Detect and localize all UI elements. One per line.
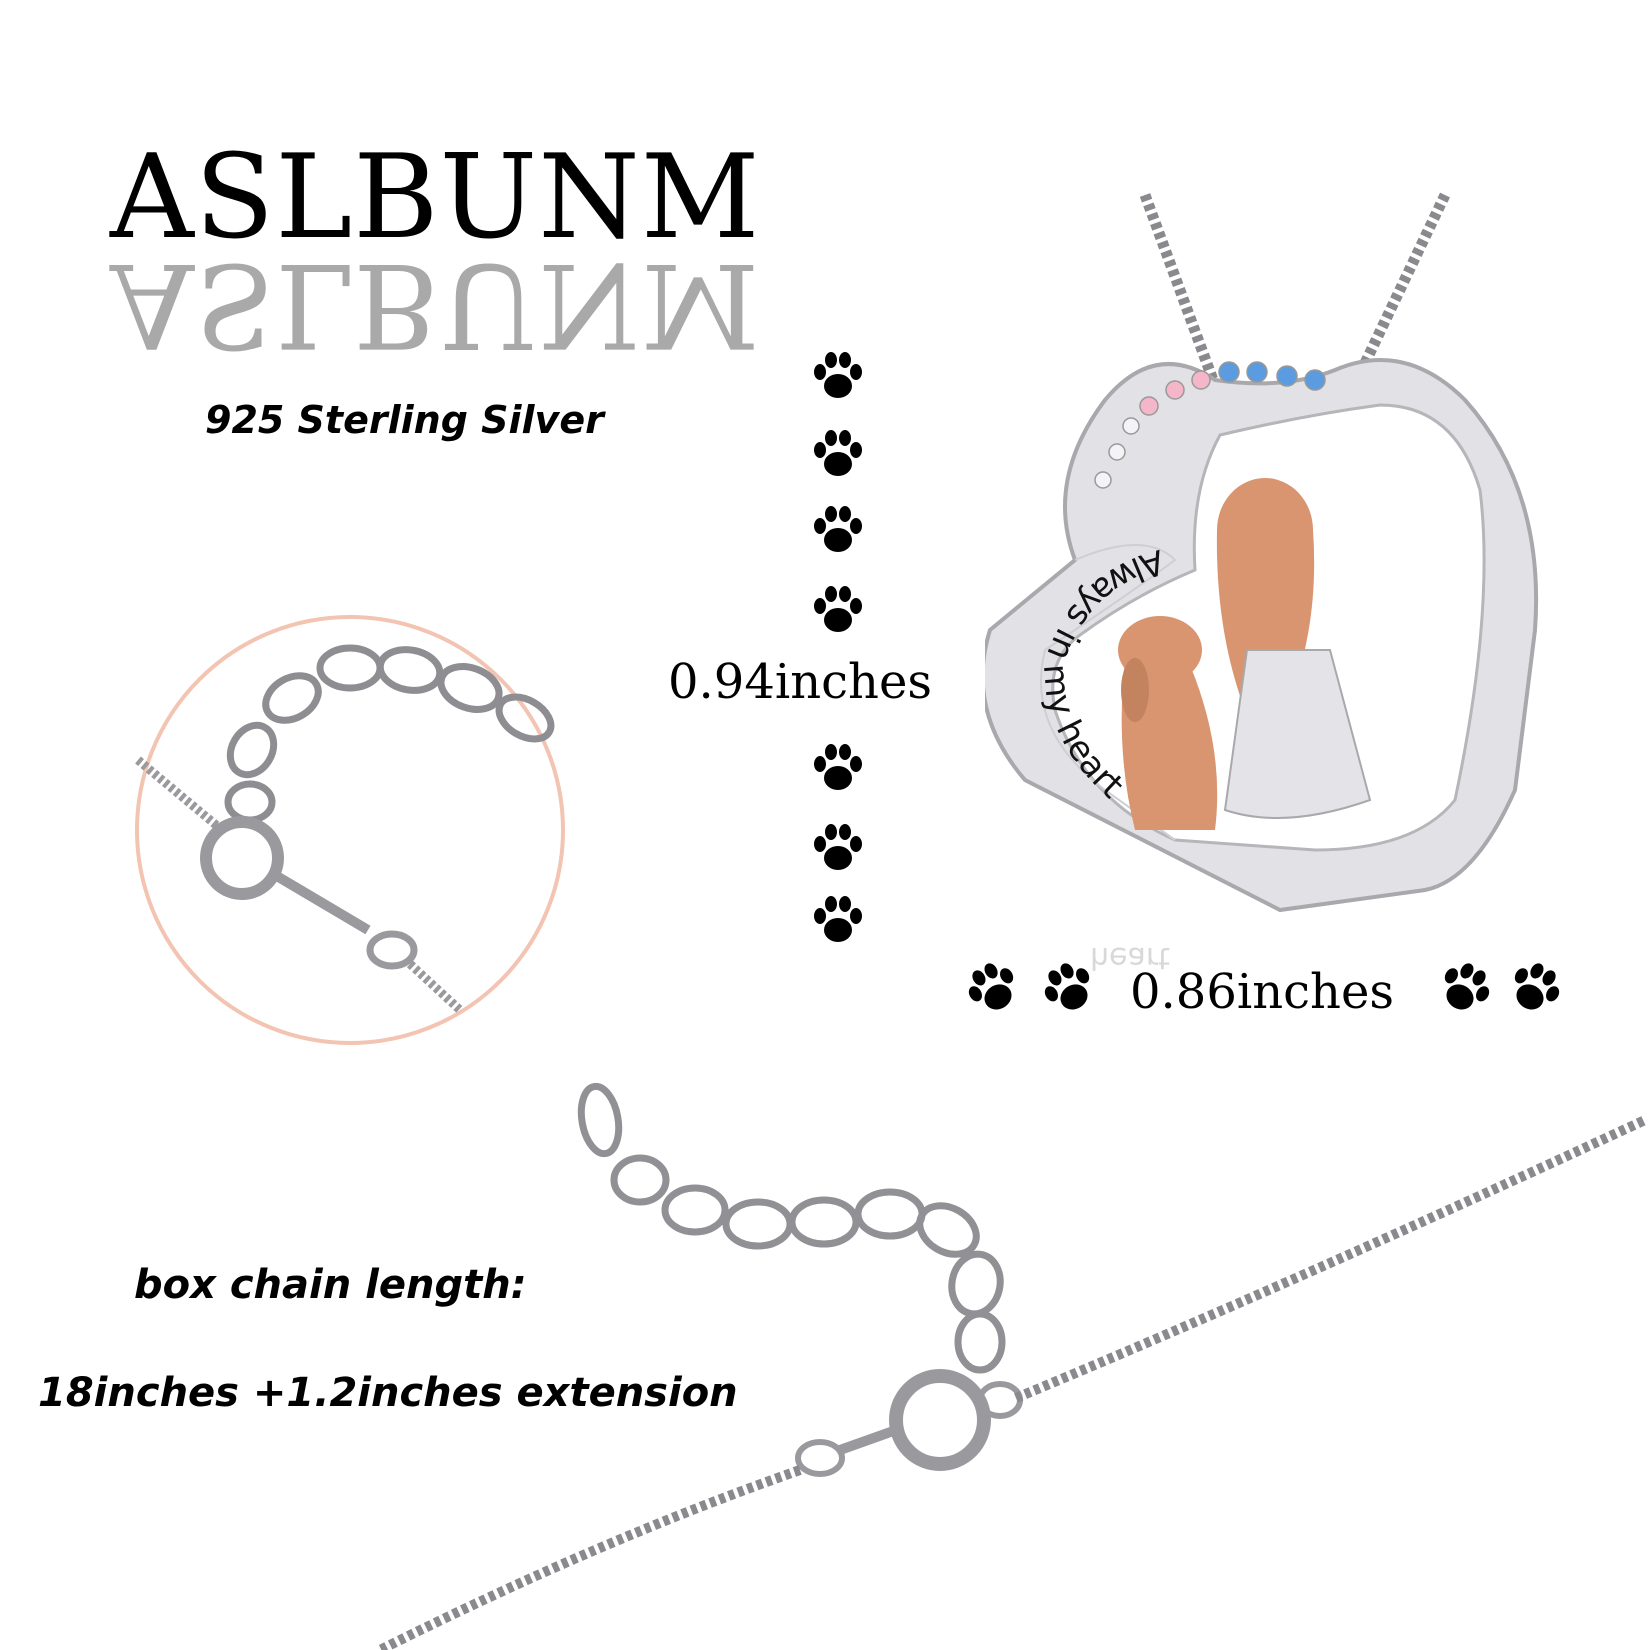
paw-print-icon [814,824,862,870]
heart-pendant-image [985,190,1565,950]
width-dimension-label: 0.86inches [1130,964,1394,1020]
paw-print-icon [968,963,1014,1010]
paw-print-icon [1514,963,1560,1010]
clasp-closeup-image [130,610,570,1050]
paw-print-icon [814,744,862,790]
paw-print-icon [814,430,862,476]
height-dimension-label: 0.94inches [668,654,932,710]
closeup-frame [135,615,565,1045]
paw-print-icon [814,896,862,942]
paw-print-icon [814,506,862,552]
dog-figure [1118,616,1218,830]
girl-figure [1216,478,1372,819]
chain-extender-image [300,1080,1650,1650]
paw-print-icon [1044,963,1090,1010]
chain-length-label: 18inches +1.2inches extension [38,1370,738,1416]
engraving: Always in my heart [985,190,1565,950]
box-chain [377,1465,802,1650]
paw-print-icon [814,586,862,632]
brand-logo: ASLBUNM [110,130,761,265]
brand-logo-reflection: ASLBUNM [110,237,761,372]
paw-print-icon [1444,963,1490,1010]
width-indicator [966,962,1566,1022]
engraving-text: Always in my heart [1035,541,1169,806]
paw-print-icon [814,352,862,398]
height-indicator [810,350,880,950]
material-label: 925 Sterling Silver [205,398,604,442]
necklace-chain [1139,193,1219,382]
chain-label: box chain length: [134,1262,527,1308]
